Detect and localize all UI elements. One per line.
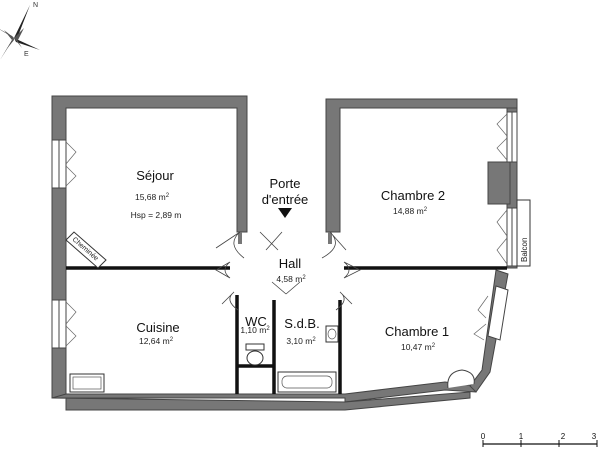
scale-bar: 0 1 2 3: [481, 432, 598, 447]
room-area: 4,58 m: [276, 274, 302, 284]
entrance-arrow-icon: [278, 208, 292, 218]
window-chambre2-bottom: [496, 207, 518, 267]
room-name: Cuisine: [136, 320, 179, 335]
room-sdb: S.d.B. 3,10 m2: [284, 316, 319, 346]
room-area: 1,10 m: [240, 325, 266, 335]
room-cuisine: Cuisine 12,64 m2: [136, 320, 179, 346]
room-name: WC: [245, 314, 267, 329]
compass-east-label: E: [24, 51, 29, 58]
wall-stubs: [238, 232, 332, 244]
entrance-label-line1: Porte: [269, 176, 300, 191]
balcony-label: Balcon: [520, 238, 529, 262]
svg-text:1,10 m2: 1,10 m2: [240, 325, 270, 335]
room-chambre2: Chambre 2 14,88 m2: [381, 188, 445, 216]
svg-text:14,88 m2: 14,88 m2: [393, 206, 428, 216]
room-hall: Hall 4,58 m2: [276, 256, 306, 284]
room-area: 3,10 m: [286, 336, 312, 346]
room-name: Chambre 1: [385, 324, 449, 339]
sink-icon: [325, 325, 339, 343]
svg-text:15,68 m2: 15,68 m2: [135, 192, 170, 202]
entrance: Porte d'entrée: [262, 176, 309, 207]
svg-text:12,64 m2: 12,64 m2: [139, 336, 174, 346]
entrance-label-line2: d'entrée: [262, 192, 309, 207]
scale-tick-label: 0: [481, 432, 486, 441]
toilet-icon: [245, 343, 265, 366]
room-area: 14,88 m: [393, 206, 424, 216]
compass-north-label: N: [33, 2, 38, 9]
bathtub-icon: [277, 371, 337, 393]
room-name: S.d.B.: [284, 316, 319, 331]
balcony: [516, 199, 531, 267]
fireplace-label: Cheminée: [71, 236, 100, 262]
scale-tick-label: 1: [519, 432, 524, 441]
room-name: Séjour: [136, 168, 174, 183]
svg-text:10,47 m2: 10,47 m2: [401, 342, 436, 352]
scale-tick-label: 3: [592, 432, 597, 441]
room-height: Hsp = 2,89 m: [131, 210, 182, 220]
interior-partitions: [66, 266, 507, 394]
fireplace: Cheminée: [65, 231, 107, 269]
window-chambre1: [473, 285, 509, 341]
kitchen-fixture: [69, 373, 105, 393]
room-area: 12,64 m: [139, 336, 170, 346]
window-sejour: [51, 139, 77, 189]
wall-pillar: [487, 161, 511, 205]
room-chambre1: Chambre 1 10,47 m2: [385, 324, 449, 352]
room-name: Hall: [279, 256, 302, 271]
door-swings: [215, 231, 361, 311]
room-name: Chambre 2: [381, 188, 445, 203]
room-sejour: Séjour 15,68 m2 Hsp = 2,89 m: [131, 168, 182, 220]
room-wc: WC 1,10 m2: [240, 314, 270, 335]
svg-text:4,58 m2: 4,58 m2: [276, 274, 306, 284]
corner-column: [447, 369, 475, 389]
compass-rose-icon: N E: [0, 2, 40, 60]
svg-text:3,10 m2: 3,10 m2: [286, 336, 316, 346]
room-area: 15,68 m: [135, 192, 166, 202]
exterior-walls: [51, 95, 518, 411]
room-area: 10,47 m: [401, 342, 432, 352]
window-chambre2-top: [496, 111, 518, 163]
window-cuisine: [51, 299, 77, 349]
scale-tick-label: 2: [561, 432, 566, 441]
